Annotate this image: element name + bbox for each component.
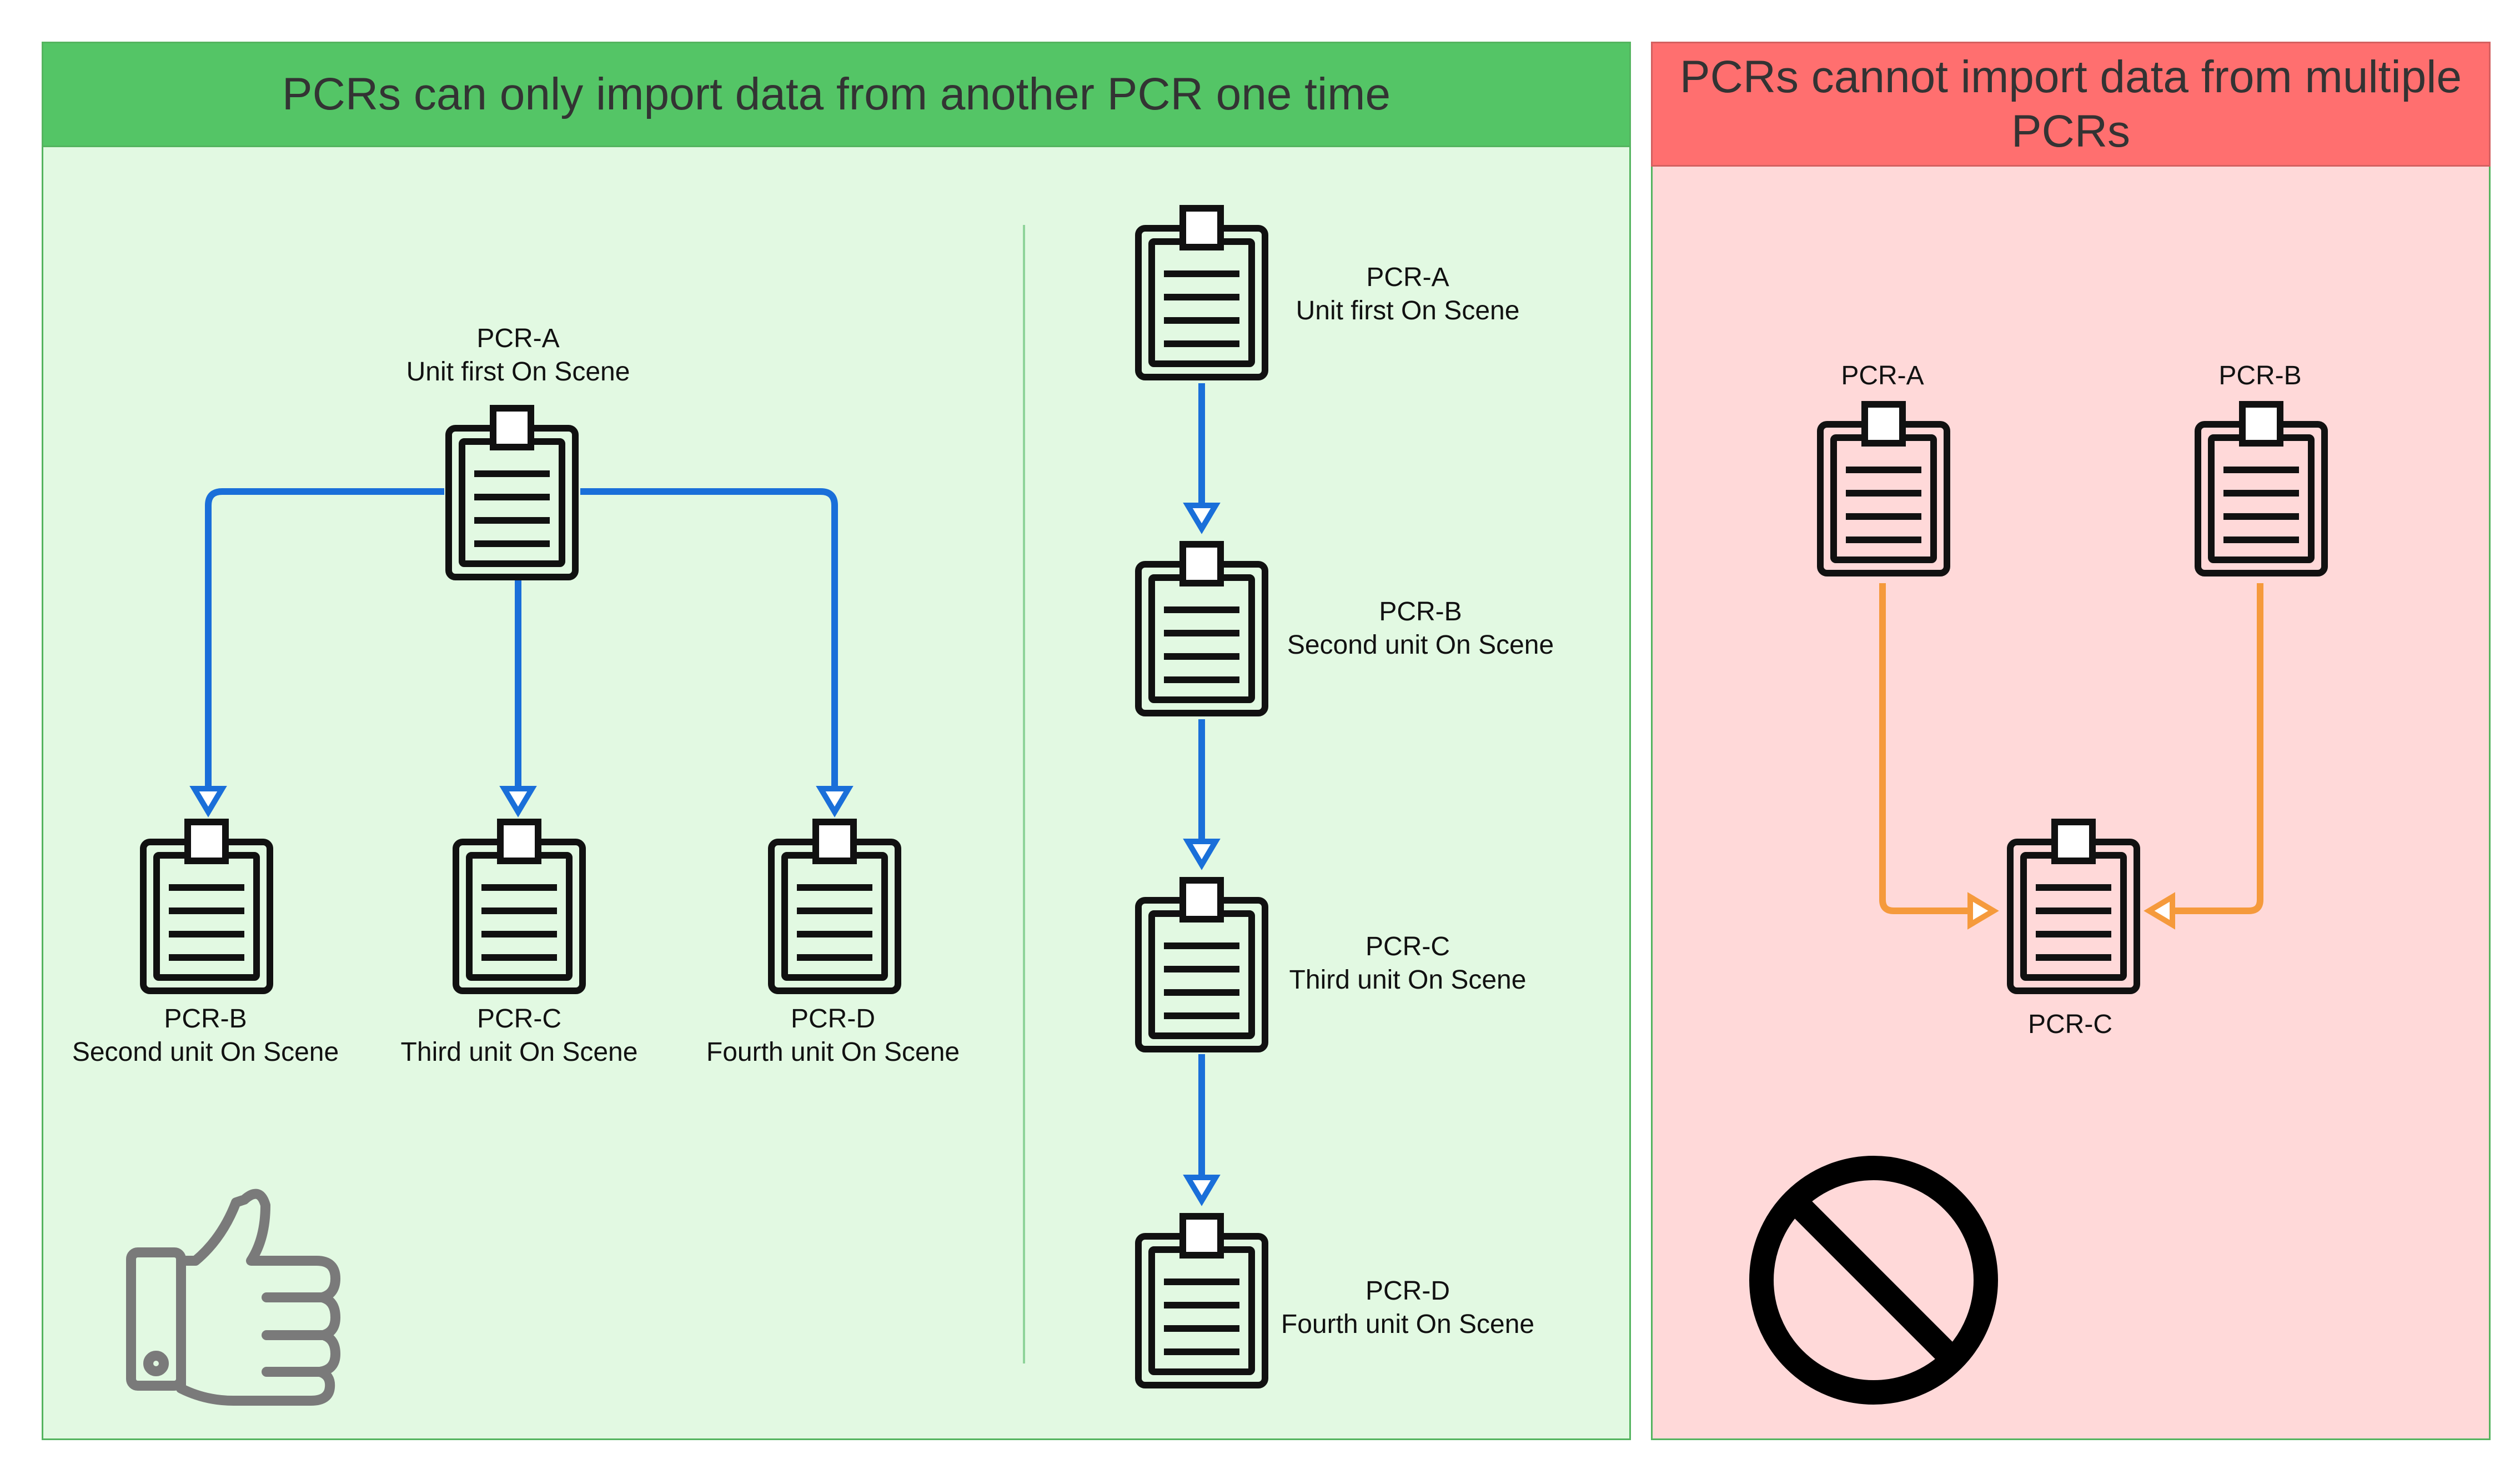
chain-a-name: PCR-A	[1366, 263, 1449, 292]
clipboard-icon-chain-d	[1138, 1216, 1265, 1385]
blocked-source-a-label: PCR-A	[1841, 361, 1924, 390]
chain-c-desc: Third unit On Scene	[1289, 965, 1527, 995]
tree-connectors	[205, 488, 838, 789]
thumbs-up-icon	[126, 1189, 340, 1406]
tree-root-desc: Unit first On Scene	[406, 357, 630, 387]
tree-child-c-desc: Third unit On Scene	[400, 1037, 638, 1067]
clipboard-icon-tree-a	[449, 408, 575, 577]
connector-a-to-d	[580, 488, 838, 789]
chain-b-desc: Second unit On Scene	[1287, 630, 1554, 660]
clipboard-icon-tree-b	[143, 822, 270, 991]
clipboard-icon-chain-a	[1138, 208, 1265, 377]
clipboard-icon-blocked-a	[1820, 404, 1947, 573]
tree-child-c-label: PCR-C Third unit On Scene	[401, 1002, 638, 1069]
chain-arrowheads	[1183, 503, 1221, 1206]
clipboard-icon-blocked-c	[2010, 822, 2137, 991]
allowed-panel-title: PCRs can only import data from another P…	[282, 69, 1391, 119]
chain-arrowhead-1	[1183, 503, 1221, 534]
blocked-panel-title: PCRs cannot import data from multiple PC…	[1679, 51, 2462, 157]
tree-child-d-name: PCR-D	[790, 1004, 875, 1034]
clipboard-icon-tree-c	[456, 822, 583, 991]
tree-child-c-name: PCR-C	[476, 1004, 561, 1034]
chain-a-desc: Unit first On Scene	[1296, 296, 1520, 325]
chain-c-name: PCR-C	[1365, 932, 1450, 961]
blocked-source-b-label: PCR-B	[2218, 361, 2302, 390]
blocked-arrowheads	[1967, 892, 2175, 930]
arrowhead-c	[499, 786, 537, 818]
chain-d-name: PCR-D	[1365, 1276, 1450, 1306]
tree-child-b-name: PCR-B	[164, 1004, 247, 1034]
tree-root-name: PCR-A	[476, 324, 560, 353]
clipboard-icon-chain-c	[1138, 880, 1265, 1049]
chain-arrowhead-3	[1183, 1175, 1221, 1206]
blocked-arrowhead-b	[2143, 892, 2175, 930]
connector-blocked-a	[1879, 583, 1970, 914]
chain-c-label: PCR-C Third unit On Scene	[1289, 930, 1527, 997]
tree-arrowheads	[189, 786, 854, 818]
chain-b-label: PCR-B Second unit On Scene	[1287, 595, 1554, 662]
chain-d-label: PCR-D Fourth unit On Scene	[1281, 1275, 1534, 1341]
clipboard-icon-tree-d	[771, 822, 898, 991]
blocked-panel-header: PCRs cannot import data from multiple PC…	[1651, 42, 2491, 167]
clipboard-icon-chain-b	[1138, 544, 1265, 713]
chain-d-desc: Fourth unit On Scene	[1281, 1310, 1535, 1339]
blocked-target-label: PCR-C	[2028, 1010, 2112, 1039]
arrowhead-d	[816, 786, 854, 818]
blocked-arrowhead-a	[1967, 892, 1999, 930]
blocked-connectors	[1879, 583, 2263, 914]
tree-child-b-label: PCR-B Second unit On Scene	[72, 1002, 339, 1069]
chain-a-label: PCR-A Unit first On Scene	[1296, 261, 1520, 328]
prohibited-icon	[1749, 1156, 1998, 1405]
tree-child-b-desc: Second unit On Scene	[72, 1037, 339, 1067]
connector-blocked-b	[2172, 583, 2263, 914]
chain-b-name: PCR-B	[1379, 597, 1462, 626]
tree-child-d-label: PCR-D Fourth unit On Scene	[706, 1002, 960, 1069]
allowed-panel-header: PCRs can only import data from another P…	[42, 42, 1631, 147]
tree-child-d-desc: Fourth unit On Scene	[706, 1037, 960, 1067]
tree-root-label: PCR-A Unit first On Scene	[406, 322, 630, 389]
connector-a-to-b	[205, 488, 444, 789]
arrowhead-b	[189, 786, 227, 818]
chain-arrowhead-2	[1183, 839, 1221, 870]
clipboard-icon-blocked-b	[2198, 404, 2325, 573]
